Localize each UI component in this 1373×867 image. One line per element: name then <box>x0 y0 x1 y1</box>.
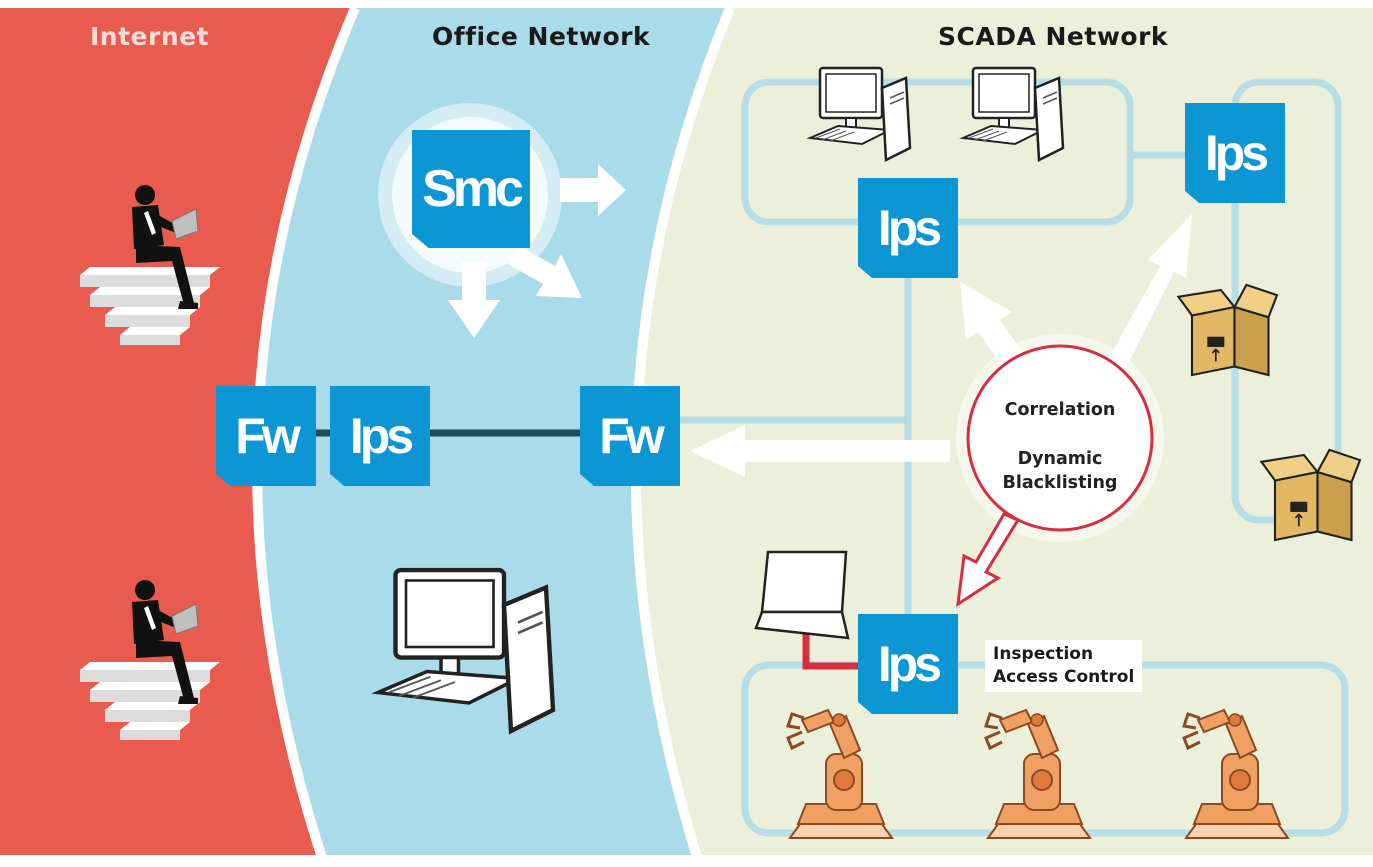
alert-link <box>802 632 862 670</box>
smc-management-badge[interactable]: Smc <box>412 130 530 248</box>
smc-arrows <box>448 164 626 338</box>
cardboard-box-icon <box>1177 283 1279 377</box>
scada-network-title: SCADA Network <box>938 22 1169 51</box>
laptop-icon <box>754 550 850 640</box>
firewall-internet-badge[interactable]: Fw <box>216 386 316 486</box>
arrow-to-storage <box>1100 214 1192 384</box>
dynamic-label: Dynamic <box>1017 449 1103 469</box>
ips-storage-badge[interactable]: Ips <box>1185 103 1285 203</box>
internet-zone-title: Internet <box>90 22 210 51</box>
ips-control-badge[interactable]: Ips <box>858 614 958 714</box>
ips-internet-badge[interactable]: Ips <box>330 386 430 486</box>
ips-workstations-badge[interactable]: Ips <box>858 178 958 278</box>
arrow-to-control <box>956 512 1021 608</box>
inspection-label: Inspection <box>993 644 1094 664</box>
office-network-zone <box>257 8 730 867</box>
cardboard-box-icon <box>1260 448 1362 542</box>
firewall-office-badge[interactable]: Fw <box>580 386 680 486</box>
correlation-label: Correlation <box>1004 400 1116 420</box>
internet-zone <box>0 8 355 867</box>
access-control-label: Access Control <box>993 667 1135 687</box>
inspection-access-control-label: Inspection Access Control <box>985 640 1143 692</box>
blacklisting-label: Blacklisting <box>1002 473 1118 493</box>
feedback-arrow <box>690 425 950 477</box>
correlation-engine <box>966 344 1154 532</box>
office-network-title: Office Network <box>432 22 651 51</box>
